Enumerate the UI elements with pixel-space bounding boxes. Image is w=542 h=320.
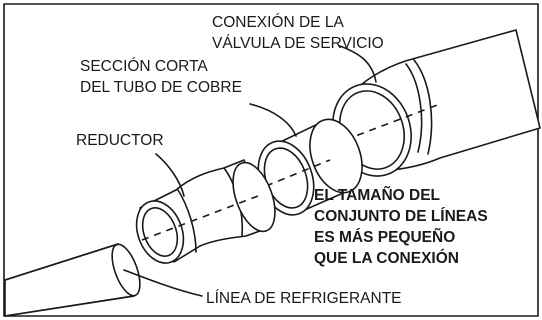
size-note-line-3: ES MÁS PEQUEÑO (314, 228, 455, 246)
size-note-line-2: CONJUNTO DE LÍNEAS (314, 208, 488, 225)
copper-tube-section (257, 118, 363, 216)
copper-tube-label-line-2: DEL TUBO DE COBRE (80, 79, 242, 96)
size-note: EL TAMAÑO DEL CONJUNTO DE LÍNEAS ES MÁS … (314, 186, 488, 267)
diagram-frame (3, 3, 539, 317)
reducer-leader-line (155, 153, 185, 197)
service-valve-label-line-2: VÁLVULA DE SERVICIO (212, 35, 384, 52)
service-valve-connection (332, 29, 541, 177)
refrigerant-line (4, 243, 141, 317)
service-valve-label-line-1: CONEXIÓN DE LA (212, 14, 344, 31)
reducer (135, 159, 276, 264)
refrigerant-line-label: LÍNEA DE REFRIGERANTE (206, 290, 402, 307)
service-valve-leader-line (339, 45, 377, 83)
copper-tube-label-line-1: SECCIÓN CORTA (80, 58, 208, 75)
refrigerant-line-leader-line (123, 269, 203, 297)
size-note-line-4: QUE LA CONEXIÓN (314, 249, 459, 267)
size-note-line-1: EL TAMAÑO DEL (314, 186, 440, 204)
copper-tube-leader-line (249, 103, 297, 137)
reducer-label: REDUCTOR (76, 132, 164, 149)
